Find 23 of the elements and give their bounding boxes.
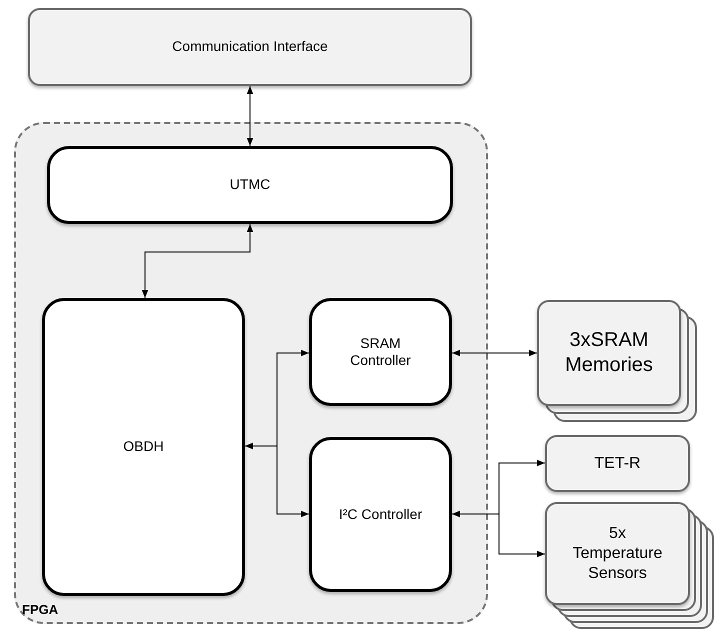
stacked-box [545,502,714,629]
arrow [142,224,254,298]
process-box [309,298,452,406]
group-container [14,122,488,624]
process-box [47,146,453,224]
arrow [244,442,310,518]
block-label: UTMC [228,176,272,194]
arrow [452,350,538,356]
block-label: TET-R [593,454,642,474]
block-label: 5x Temperature Sensors [572,524,664,584]
block-label: I²C Controller [338,506,424,524]
block-label: SRAM Controller [349,334,412,370]
block-label: 3xSRAM Memories [564,328,654,378]
stacked-box [537,300,697,422]
process-box [309,437,452,592]
block-label: OBDH [122,438,165,456]
process-box [42,298,245,596]
process-box [545,435,690,492]
group-label: FPGA [22,600,58,618]
block-label: Communication Interface [171,38,329,56]
process-box [28,8,472,86]
arrow [452,510,546,558]
arrow [246,86,254,146]
